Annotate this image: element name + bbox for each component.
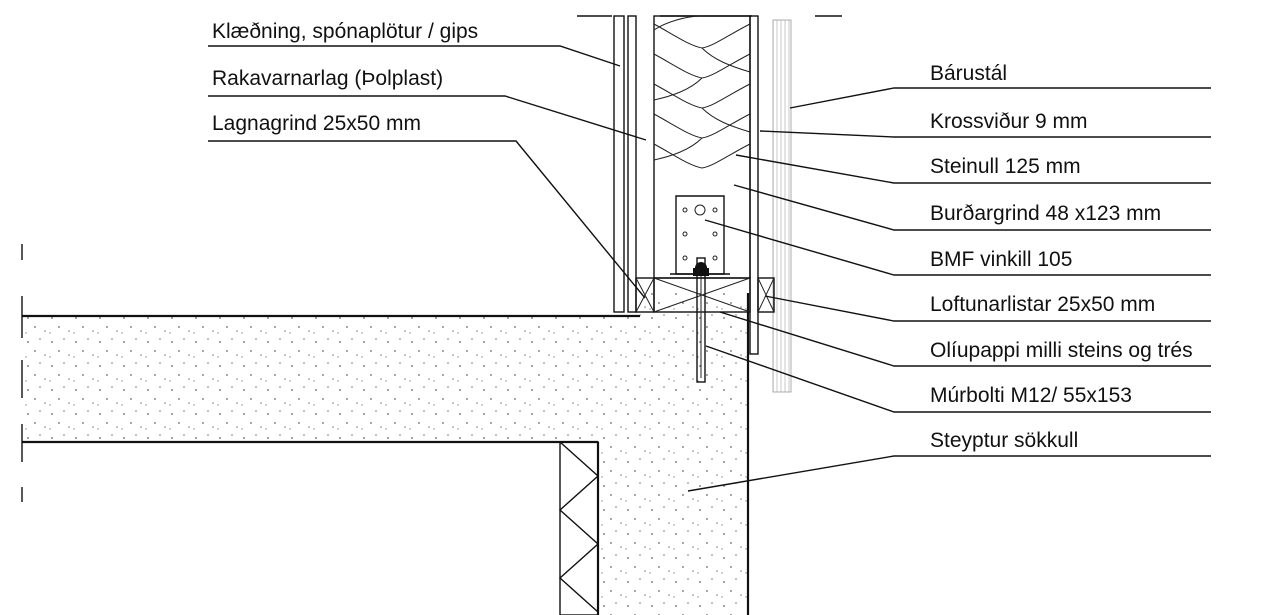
label-barustal: Bárustál xyxy=(930,62,1007,85)
label-klaedning: Klæðning, spónaplötur / gips xyxy=(212,20,478,43)
label-steyptur-sokkull: Steyptur sökkull xyxy=(930,429,1078,452)
label-lagnagrind: Lagnagrind 25x50 mm xyxy=(212,112,421,135)
plinth-insulation-board xyxy=(558,441,600,615)
label-steinull: Steinull 125 mm xyxy=(930,155,1081,178)
label-burdargrind: Burðargrind 48 x123 mm xyxy=(930,202,1161,225)
label-loftunarlistar: Loftunarlistar 25x50 mm xyxy=(930,293,1155,316)
labels-left: Klæðning, spónaplötur / gips Rakavarnarl… xyxy=(212,20,478,135)
stone-wool-insulation xyxy=(653,15,751,279)
anchor-bolt xyxy=(693,257,709,383)
label-oliupappi: Olíupappi milli steins og trés xyxy=(930,339,1193,362)
labels-right: Bárustál Krossviður 9 mm Steinull 125 mm… xyxy=(930,62,1193,452)
ventilation-batten xyxy=(757,277,775,313)
label-bmf-vinkill: BMF vinkill 105 xyxy=(930,248,1072,271)
label-murbolti: Múrbolti M12/ 55x153 xyxy=(930,384,1132,407)
label-krossvidur: Krossviður 9 mm xyxy=(930,110,1088,133)
leader-lines xyxy=(208,45,1211,492)
interior-lining xyxy=(613,15,637,313)
concrete-foundation xyxy=(22,293,750,615)
exterior-sheathing xyxy=(749,15,792,393)
label-rakavarnarlag: Rakavarnarlag (Þolplast) xyxy=(212,67,443,90)
